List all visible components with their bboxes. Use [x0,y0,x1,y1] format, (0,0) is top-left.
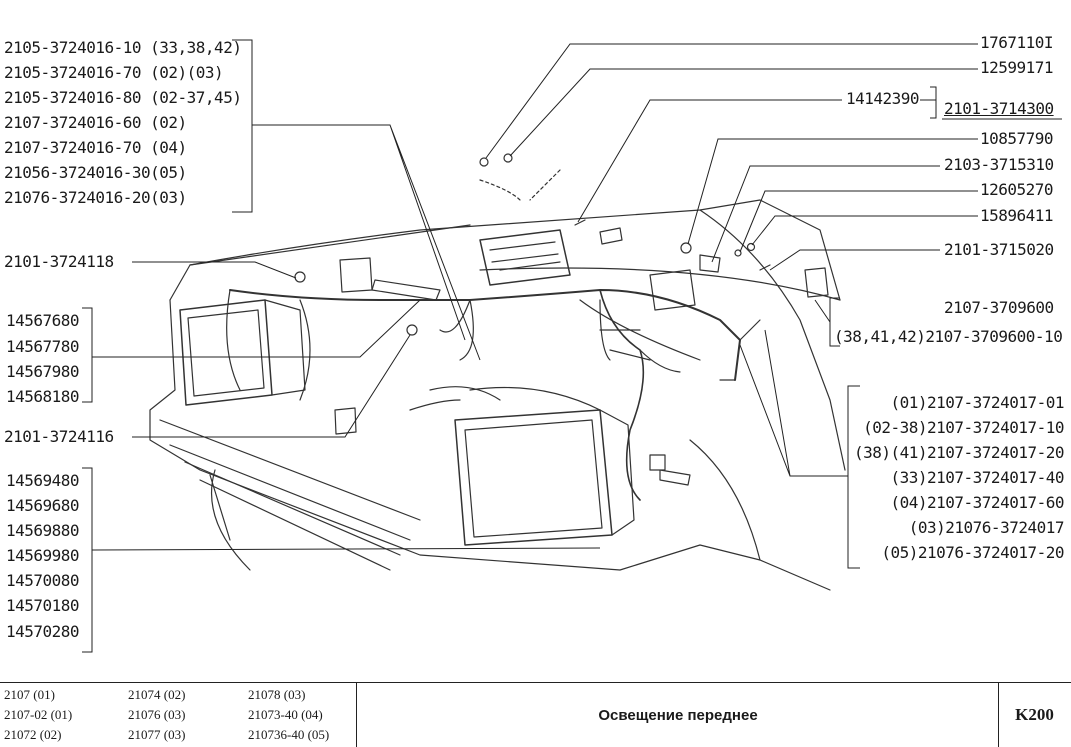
drawing-title: Освещение переднее [598,706,758,724]
model-cell: 21077 (03) [128,727,186,742]
label-2107-3709600-10: (38,41,42)2107-3709600-10 [834,327,1063,346]
label-12605270: 12605270 [980,180,1054,199]
label-group-a-7: 21076-3724016-20(03) [4,188,187,207]
label-group-d-5: (04)2107-3724017-60 [890,493,1064,512]
label-2103-3715310: 2103-3715310 [944,155,1054,174]
label-group-a-1: 2105-3724016-10 (33,38,42) [4,38,242,57]
label-group-b-4: 14568180 [6,387,80,406]
hood-outline [169,199,841,301]
label-10857790: 10857790 [980,129,1054,148]
label-group-c-1: 14569480 [6,471,80,490]
model-cell: 21076 (03) [128,707,186,722]
body-edge [149,299,761,571]
fender-lower [689,439,831,591]
label-group-a-5: 2107-3724016-70 (04) [4,138,187,157]
footer-divider [998,683,999,747]
label-group-a-6: 21056-3724016-30(05) [4,163,187,182]
hood-line [189,224,841,301]
wiring-harness [229,289,741,381]
label-1767110: 1767110I [980,33,1054,52]
label-group-a-2: 2105-3724016-70 (02)(03) [4,63,224,82]
label-group-c-3: 14569880 [6,521,80,540]
label-2101-3724116: 2101-3724116 [4,427,114,446]
right-headlamp [454,409,613,546]
label-group-b-3: 14567980 [6,362,80,381]
grille-lines [159,419,421,571]
label-group-d-6: (03)21076-3724017 [908,518,1065,537]
label-15896411: 15896411 [980,206,1054,225]
bumper-lines [209,469,251,571]
label-2101-3715020: 2101-3715020 [944,240,1054,259]
model-cell: 2107-02 (01) [4,707,73,722]
washer-reservoir [649,269,696,311]
fuse-box [479,229,571,286]
title-block: 2107 (01) 21074 (02) 21078 (03) 2107-02 … [0,682,1071,747]
label-group-b-1: 14567680 [6,311,80,330]
drawing-code: K200 [1015,705,1054,724]
label-group-b-2: 14567780 [6,337,80,356]
model-cell: 21072 (02) [4,727,62,742]
label-group-c-6: 14570180 [6,596,80,615]
label-group-c-4: 14569980 [6,546,80,565]
label-1259917: 12599171 [980,58,1054,77]
model-cell: 210736-40 (05) [248,727,330,742]
fender-outline [699,209,846,471]
label-2107-3709600: 2107-3709600 [944,298,1054,317]
label-group-a-4: 2107-3724016-60 (02) [4,113,187,132]
label-group-c-2: 14569680 [6,496,80,515]
label-group-d-1: (01)2107-3724017-01 [890,393,1064,412]
label-14142390: 14142390 [846,89,920,108]
footer-divider [356,683,357,747]
label-group-c-5: 14570080 [6,571,80,590]
label-2101-3714300: 2101-3714300 [944,99,1054,118]
label-group-a-3: 2105-3724016-80 (02-37,45) [4,88,242,107]
label-group-d-2: (02-38)2107-3724017-10 [863,418,1064,437]
model-cell: 2107 (01) [4,687,55,702]
model-cell: 21078 (03) [248,687,306,702]
label-group-d-7: (05)21076-3724017-20 [881,543,1064,562]
label-group-c-7: 14570280 [6,622,80,641]
label-group-d-3: (38)(41)2107-3724017-20 [853,443,1065,462]
model-cell: 21073-40 (04) [248,707,323,722]
label-2101-3724118: 2101-3724118 [4,252,114,271]
headlamp-wiring-drawing [82,39,1062,653]
model-cell: 21074 (02) [128,687,186,702]
label-group-d-4: (33)2107-3724017-40 [890,468,1064,487]
